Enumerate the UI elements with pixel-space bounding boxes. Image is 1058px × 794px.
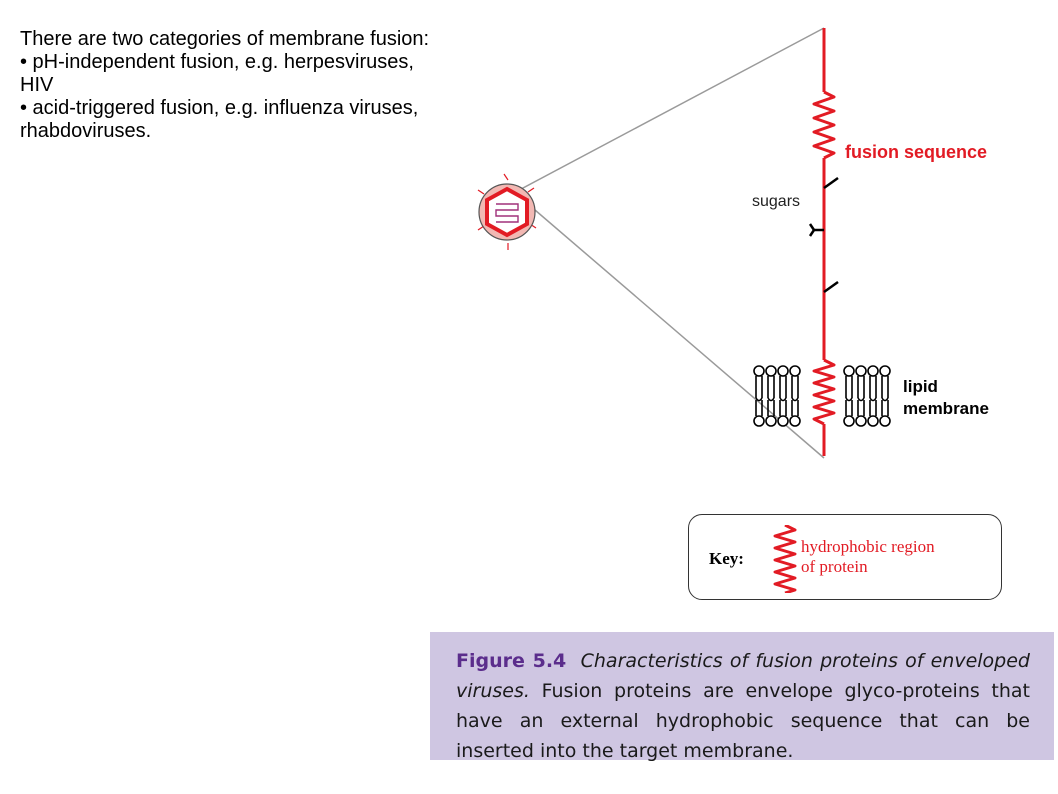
key-line-1: hydrophobic region (801, 537, 935, 556)
caption-title: Characteristics of fusion proteins of en… (456, 650, 1030, 702)
intro-heading: There are two categories of membrane fus… (20, 28, 430, 50)
lipid-bilayer-left (753, 365, 801, 427)
intro-bullet-2: • acid-triggered fusion, e.g. influenza … (20, 97, 419, 142)
fusion-sequence-zigzag (812, 90, 836, 160)
sugars-label: sugars (752, 193, 800, 210)
lipid-label-line1: lipid (903, 377, 938, 396)
caption-label: Figure 5.4 (456, 650, 567, 672)
lipid-bilayer-right (843, 365, 891, 427)
intro-text: There are two categories of membrane fus… (20, 28, 450, 143)
intro-bullet-1: • pH-independent fusion, e.g. herpesviru… (20, 51, 414, 96)
fusion-sequence-label: fusion sequence (845, 142, 987, 162)
sugar-icon (808, 176, 839, 294)
zoom-line-top (507, 27, 825, 197)
figure-caption: Figure 5.4 Characteristics of fusion pro… (430, 632, 1054, 762)
hydrophobic-zigzag-icon (773, 525, 797, 593)
caption-body: Fusion proteins are envelope glyco-prote… (456, 680, 1031, 762)
transmembrane-zigzag (812, 358, 836, 426)
key-line-2: of protein (801, 557, 868, 576)
lipid-label-line2: membrane (903, 399, 989, 418)
key-description: hydrophobic region of protein (801, 537, 935, 577)
virion-icon (477, 173, 537, 250)
key-title: Key: (709, 549, 744, 568)
key-legend: Key: hydrophobic region of protein (688, 514, 1002, 600)
